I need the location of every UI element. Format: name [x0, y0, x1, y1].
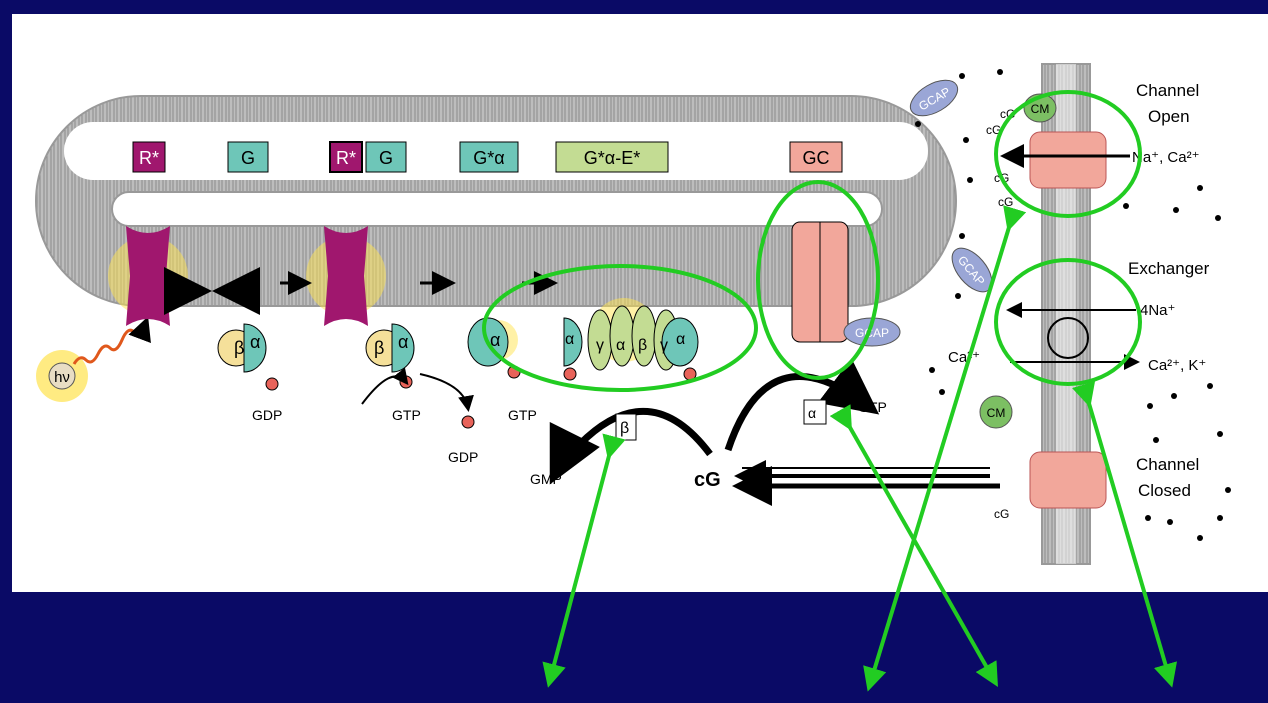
channel-open-label-1: Channel: [1136, 81, 1199, 100]
g-label-2: G: [379, 148, 393, 168]
g-alpha-e-label: G*α-E*: [584, 148, 640, 168]
ca-left-label: Ca²⁺: [948, 349, 980, 366]
pde-beta: β: [638, 337, 647, 354]
channel-open-label-2: Open: [1148, 107, 1190, 126]
cm-label-2: CM: [987, 406, 1006, 420]
transducin-1-beta: β: [234, 338, 244, 358]
r-star-label-1: R*: [139, 148, 159, 168]
r-star-label-2: R*: [336, 148, 356, 168]
na-in-label: 4Na⁺: [1140, 302, 1175, 319]
cg-open-d: cG: [998, 195, 1013, 209]
gtp-label-2: GTP: [508, 407, 537, 423]
gmp-label: GMP: [530, 471, 562, 487]
cg-label: cG: [694, 469, 721, 491]
pde-alpha-right: α: [676, 331, 685, 348]
cm-label-1: CM: [1031, 102, 1050, 116]
cg-closed: cG: [994, 507, 1009, 521]
photon-label: hν: [54, 369, 70, 386]
pde-alpha: α: [616, 337, 625, 354]
cm-free: CM: [980, 396, 1012, 428]
gtp-label-3: GTP: [858, 399, 887, 415]
g-alpha-label: G*α: [473, 148, 504, 168]
gtp-label-1: GTP: [392, 407, 421, 423]
gc-label: GC: [803, 148, 830, 168]
pde-alpha-left: α: [565, 331, 574, 348]
g-label-1: G: [241, 148, 255, 168]
pde-gamma-left: γ: [596, 337, 604, 354]
exchanger-label: Exchanger: [1128, 259, 1210, 278]
transducin-2-beta: β: [374, 338, 384, 358]
beta-box-label: β: [620, 420, 629, 437]
ca-k-out-label: Ca²⁺, K⁺: [1148, 357, 1206, 374]
transducin-2-alpha: α: [398, 332, 408, 352]
gdp-label-2: GDP: [448, 449, 478, 465]
ions-out-label: Na⁺, Ca²⁺: [1132, 149, 1200, 166]
channel-closed-label-2: Closed: [1138, 481, 1191, 500]
transducin-1-alpha: α: [250, 332, 260, 352]
alpha-box-label: α: [808, 405, 816, 421]
pde-gamma-right: γ: [660, 337, 668, 354]
channel-closed-label-1: Channel: [1136, 455, 1199, 474]
gdp-label-1: GDP: [252, 407, 282, 423]
